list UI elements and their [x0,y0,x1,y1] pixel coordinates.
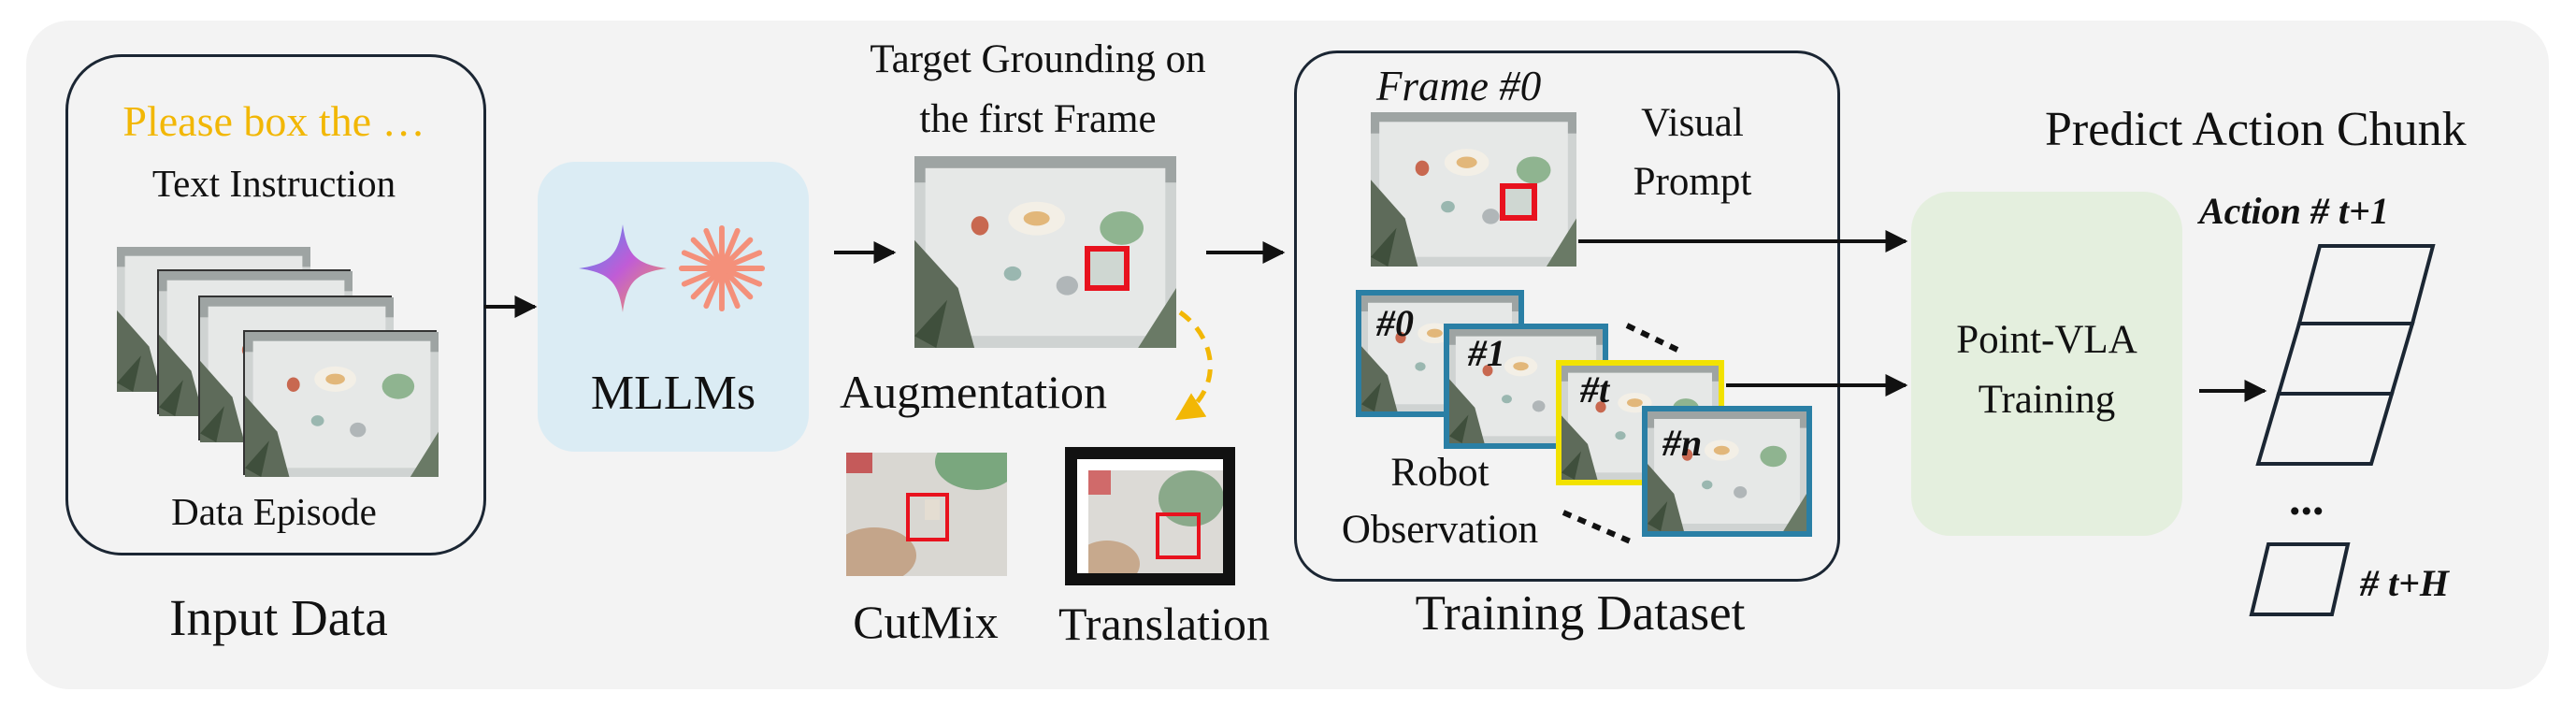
gemini-sparkle-icon [579,224,667,312]
robot-observation-line2: Observation [1341,508,1539,552]
robot-frame-n-tag: #n [1662,422,1703,464]
augmentation-label: Augmentation [840,366,1108,418]
robot-frame-1-tag: #1 [1468,332,1505,374]
frames-dots-bottom [1561,510,1634,545]
visual-prompt-box [1500,183,1537,221]
action-cell-2 [2276,322,2415,396]
robot-frame-n [1642,406,1812,537]
training-box [1911,192,2182,536]
action-cell-1 [2296,244,2436,325]
action-chunk-stack [2249,244,2436,616]
robot-observation-line1: Robot [1390,451,1489,495]
robot-frame-t-tag: #t [1580,368,1610,411]
frame-zero-label: Frame #0 [1376,63,1542,109]
cutmix-target-box [906,493,949,541]
cutmix-image [846,453,1007,576]
training-dataset-caption: Training Dataset [1415,586,1746,641]
data-episode-label: Data Episode [171,490,377,533]
robot-frame-0-tag: #0 [1376,302,1414,344]
mllm-box [538,162,809,452]
frames-dots-top [1625,323,1679,353]
grounding-title-line2: the first Frame [919,97,1157,141]
input-data-caption: Input Data [169,589,388,646]
augmentation-dashed-arrow [1174,310,1213,421]
translation-label: Translation [1058,598,1270,650]
visual-prompt-line1: Visual [1641,101,1744,145]
action-last-label: # t+H [2360,562,2450,604]
action-cell-last [2249,542,2351,616]
action-first-label: Action # t+1 [2199,190,2389,232]
claude-burst-icon [678,224,766,312]
cutmix-label: CutMix [853,596,999,648]
mllms-label: MLLMs [590,367,756,420]
grounding-title-line1: Target Grounding on [870,37,1206,81]
action-chunk-title: Predict Action Chunk [2045,103,2467,156]
text-instruction-label: Text Instruction [151,162,396,205]
training-line2: Training [1978,378,2116,422]
training-line1: Point-VLA [1956,318,2137,362]
prompt-text: Please box the … [122,97,425,145]
translation-target-box [1156,512,1201,559]
action-cell-3 [2255,392,2395,466]
action-ellipsis: ... [2289,472,2324,525]
target-box [1085,246,1130,291]
visual-prompt-line2: Prompt [1633,160,1752,204]
